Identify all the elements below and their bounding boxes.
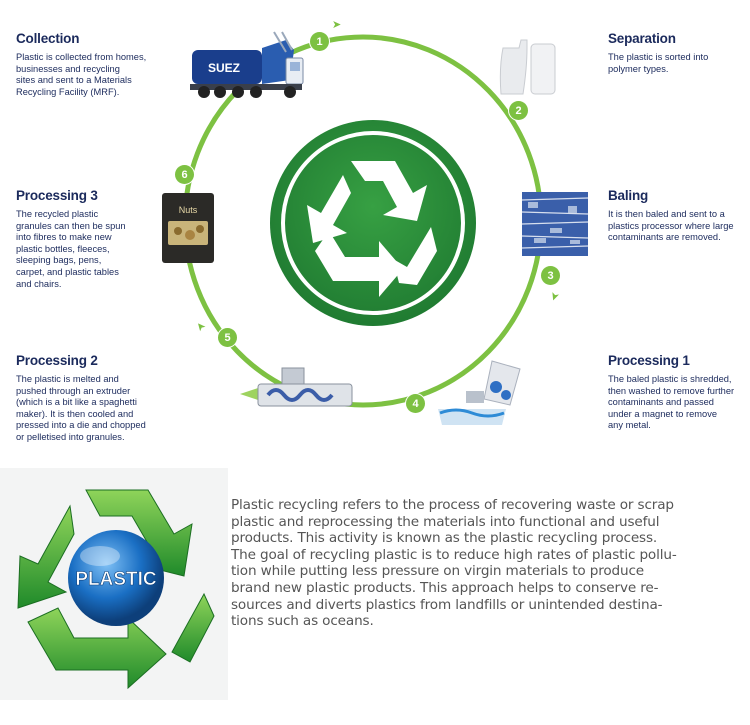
plastic-bale-icon <box>521 192 589 256</box>
plastic-recycle-logo-icon: PLASTIC <box>17 489 215 690</box>
step-badge-6: 6 <box>175 165 194 184</box>
step-title: Separation <box>608 31 676 46</box>
step-processing-3: Processing 3 The recycled plastic granul… <box>16 188 176 290</box>
step-badge-1: 1 <box>310 32 329 51</box>
step-description: The plastic is sorted into polymer types… <box>608 52 709 74</box>
step-badge-5: 5 <box>218 328 237 347</box>
center-inner-ring <box>281 131 465 315</box>
step-title: Processing 2 <box>16 353 98 368</box>
description-line: The goal of recycling plastic is to redu… <box>231 546 677 563</box>
truck-brand-label: SUEZ <box>208 61 240 75</box>
shredder-washer-icon <box>438 360 521 425</box>
arrow-icon: ➤ <box>332 19 342 31</box>
step-collection: Collection Plastic is collected from hom… <box>16 31 186 98</box>
center-circle <box>270 120 476 326</box>
step-processing-2: Processing 2 The plastic is melted and p… <box>16 353 186 444</box>
logo-label: PLASTIC <box>75 569 157 590</box>
description-line: sources and diverts plastics from landfi… <box>231 596 663 613</box>
recycle-symbol-icon <box>307 161 437 297</box>
step-description: The recycled plastic granules can then b… <box>16 209 126 289</box>
process-ring <box>182 34 544 408</box>
description-line: brand new plastic products. This approac… <box>231 579 659 596</box>
step-title: Processing 1 <box>608 353 690 368</box>
description-line: plastic and reprocessing the materials i… <box>231 513 660 530</box>
extruder-icon <box>240 367 353 407</box>
step-badge-2: 2 <box>509 101 528 120</box>
plastic-containers-icon <box>499 39 556 95</box>
step-title: Collection <box>16 31 80 46</box>
description-line: tions such as oceans. <box>231 613 374 630</box>
pouch-label: Nuts <box>179 205 198 215</box>
step-baling: Baling It is then baled and sent to a pl… <box>608 188 748 244</box>
step-description: The baled plastic is shredded, then wash… <box>608 374 735 431</box>
plastic-recycling-description: Plastic recycling refers to the process … <box>231 497 711 630</box>
recycled-pouch-icon: Nuts <box>162 193 214 263</box>
step-badge-4: 4 <box>406 394 425 413</box>
garbage-truck-icon: SUEZ <box>190 31 304 98</box>
step-separation: Separation The plastic is sorted into po… <box>608 31 748 75</box>
step-title: Processing 3 <box>16 188 98 203</box>
step-description: Plastic is collected from homes, busines… <box>16 52 147 97</box>
description-line: products. This activity is known as the … <box>231 530 658 547</box>
plastic-sphere <box>68 530 164 626</box>
step-badge-3: 3 <box>541 266 560 285</box>
description-line: tion while putting less pressure on virg… <box>231 563 644 580</box>
step-processing-1: Processing 1 The baled plastic is shredd… <box>608 353 748 432</box>
step-description: It is then baled and sent to a plastics … <box>608 209 734 243</box>
step-description: The plastic is melted and pushed through… <box>16 374 146 442</box>
description-line: Plastic recycling refers to the process … <box>231 497 674 513</box>
step-title: Baling <box>608 188 649 203</box>
recycling-process-diagram: 1 2 3 4 5 6 ➤ ➤ ➤ Collection Plastic is … <box>16 19 748 444</box>
